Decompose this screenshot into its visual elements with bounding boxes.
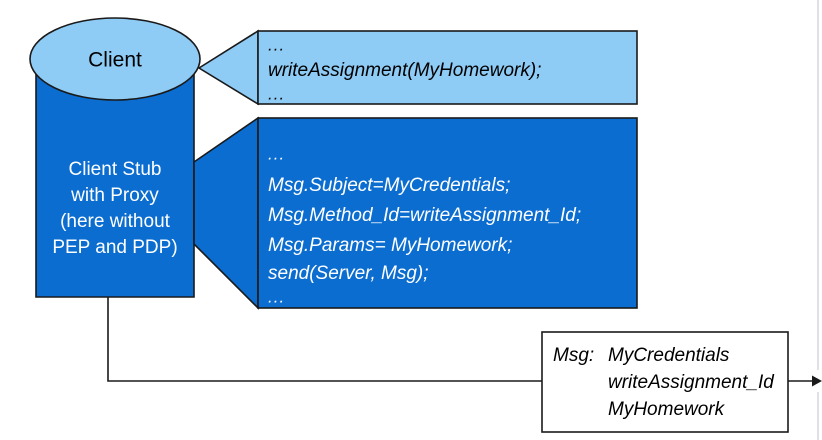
stub-code-callout[interactable]: ... Msg.Subject=MyCredentials; Msg.Metho…: [257, 117, 638, 309]
client-stub-line-3: PEP and PDP): [52, 237, 177, 258]
message-field-1: writeAssignment_Id: [608, 372, 775, 393]
stub-code-callout-tail: [193, 116, 259, 310]
right-arrowhead: [812, 375, 822, 387]
stub-code-line-5: ...: [268, 287, 285, 306]
client-node[interactable]: Client: [29, 17, 201, 101]
client-stub-line-1: with Proxy: [70, 185, 159, 206]
stub-code-line-1: Msg.Subject=MyCredentials;: [268, 175, 510, 196]
stub-code-line-2: Msg.Method_Id=writeAssignment_Id;: [268, 205, 581, 226]
stub-code-line-0: ...: [268, 144, 285, 163]
message-box-prefix: Msg:: [553, 345, 594, 366]
stub-code-line-3: Msg.Params= MyHomework;: [268, 235, 512, 256]
client-node-label: Client: [88, 49, 142, 72]
stub-code-line-4: send(Server, Msg);: [268, 263, 429, 284]
message-field-2: MyHomework: [608, 399, 726, 420]
application-code-callout-tail: [197, 29, 259, 106]
application-code-line-2: ...: [268, 84, 285, 103]
application-code-line-1: writeAssignment(MyHomework);: [268, 60, 541, 81]
application-code-line-0: ...: [268, 35, 285, 54]
outgoing-arrow: [788, 375, 822, 387]
application-code-callout[interactable]: ... writeAssignment(MyHomework); ...: [257, 30, 638, 105]
client-stub-line-2: (here without: [60, 211, 171, 232]
message-box[interactable]: Msg: MyCredentials writeAssignment_Id My…: [541, 331, 789, 433]
message-field-0: MyCredentials: [608, 345, 730, 366]
client-stub-label: Client Stub with Proxy (here without PEP…: [52, 159, 177, 258]
client-stub-line-0: Client Stub: [69, 159, 162, 180]
